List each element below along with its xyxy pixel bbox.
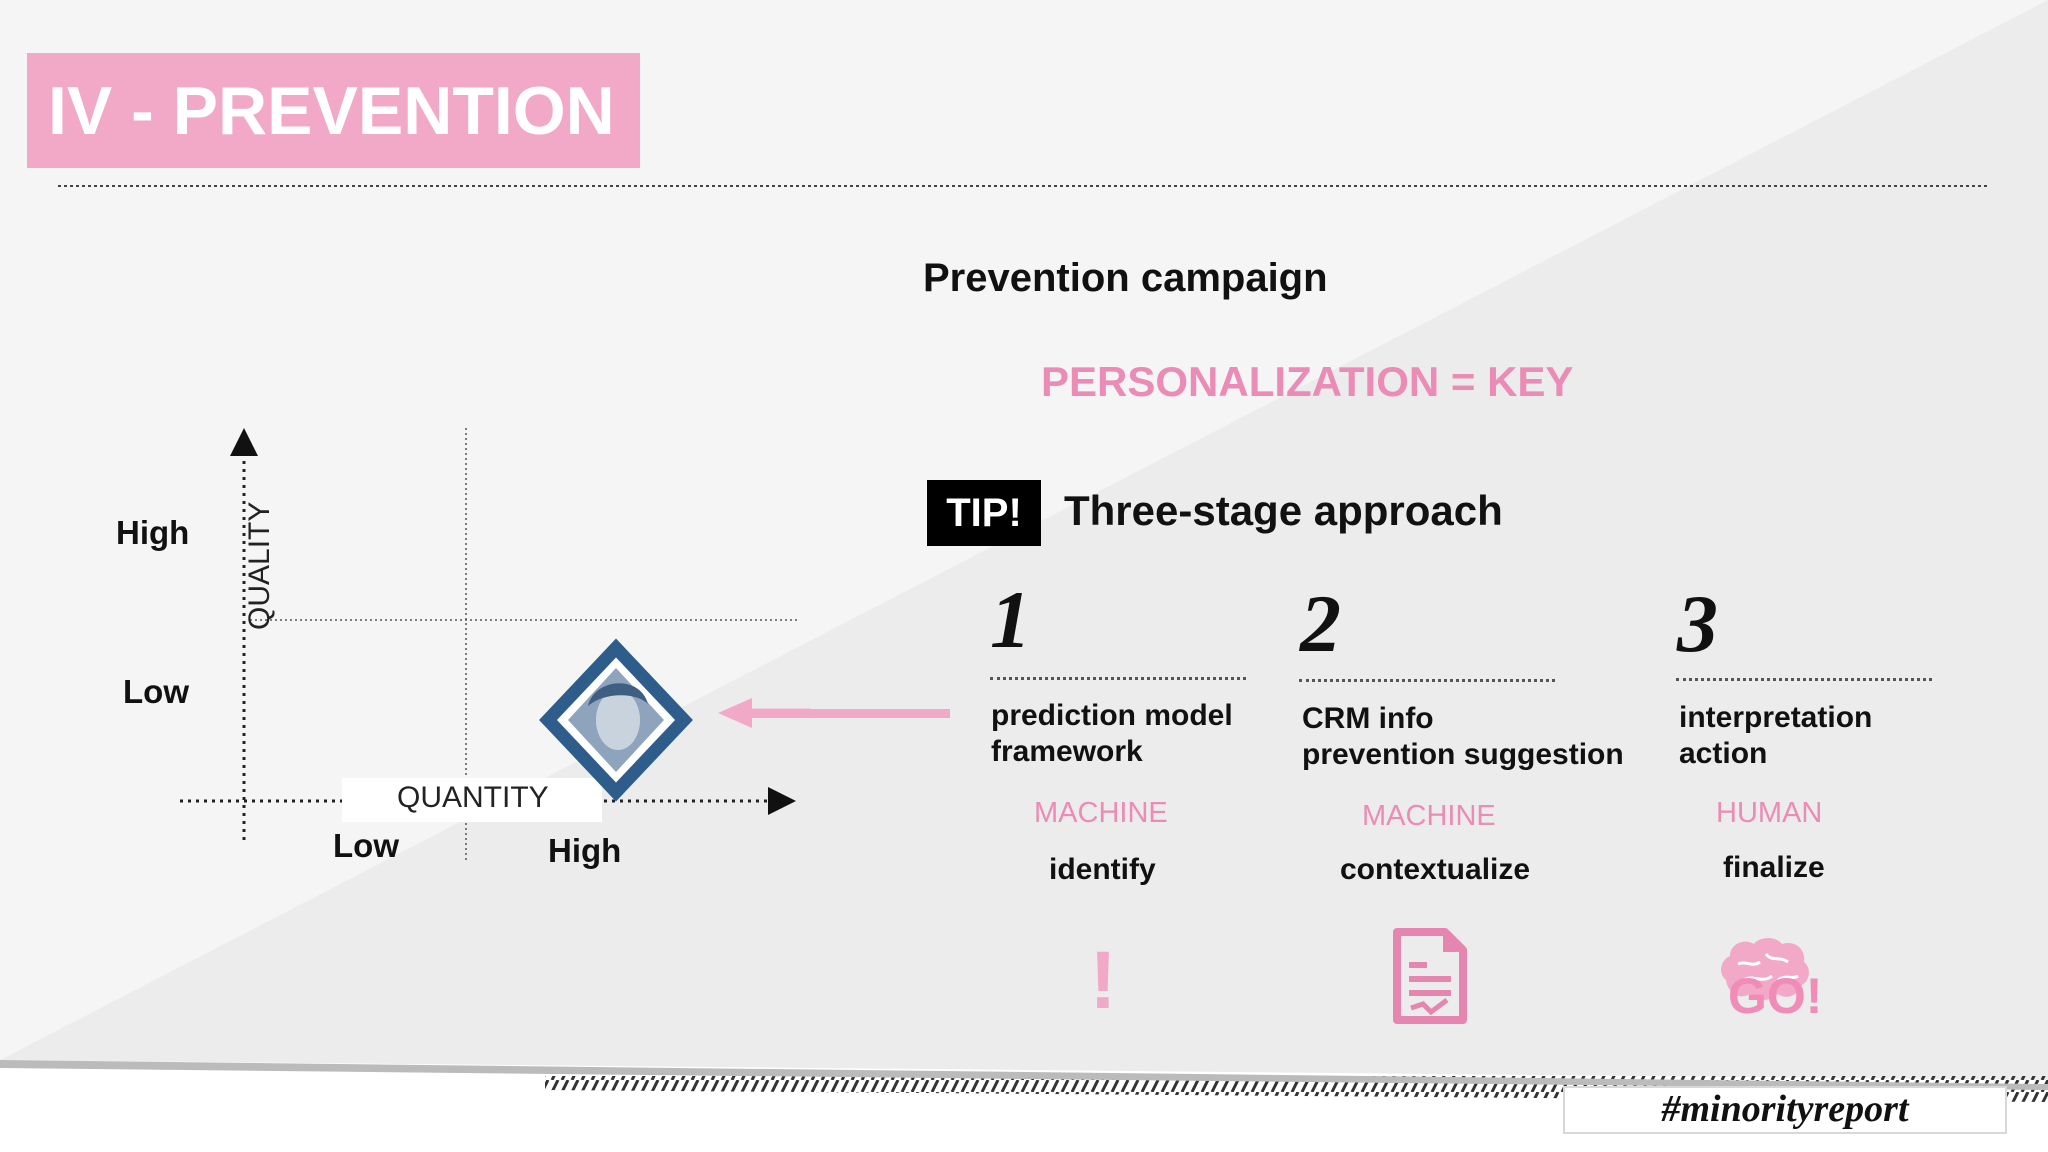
hashtag-box [1563, 1086, 2007, 1134]
y-high-label: High [116, 514, 190, 551]
stage-2-line-1: CRM info [1302, 702, 1434, 735]
title-banner [27, 53, 640, 168]
x-axis-arrow [768, 787, 796, 815]
tip-badge: TIP! [927, 480, 1041, 546]
y-axis-label: QUALITY [243, 501, 276, 630]
stage-1-number: 1 [990, 574, 1031, 665]
hashtag: #minorityreport [1661, 1088, 1909, 1130]
tip-title: Three-stage approach [1064, 487, 1503, 534]
stage-3-line-2: action [1679, 737, 1768, 770]
stage-2-number: 2 [1300, 578, 1341, 669]
stage-3-number: 3 [1677, 578, 1718, 669]
pink-arrow-shaft [730, 709, 950, 718]
stage-1-rule [990, 677, 1246, 680]
stage-2-description: CRM info prevention suggestion [1302, 701, 1624, 773]
x-axis-label: QUANTITY [397, 781, 549, 814]
stage-1-line-1: prediction model [991, 699, 1233, 732]
brain-icon [1721, 938, 1809, 1000]
slide-title: IV - PREVENTION [48, 73, 615, 149]
y-axis-arrow [230, 428, 258, 456]
stage-2-line-2: prevention suggestion [1302, 738, 1624, 771]
quality-quantity-matrix [180, 428, 810, 860]
stage-3-rule [1676, 678, 1932, 681]
stage-1-line-2: framework [991, 735, 1143, 768]
y-low-label: Low [123, 673, 189, 710]
stage-3-agent: HUMAN [1716, 797, 1823, 829]
section-heading: Prevention campaign [923, 256, 1328, 300]
key-message: PERSONALIZATION = KEY [1041, 358, 1574, 405]
stage-1-description: prediction model framework [991, 698, 1233, 770]
stage-1-verb: identify [1049, 853, 1156, 886]
exclamation-icon: ! [1089, 935, 1117, 1026]
portrait-diamond [539, 638, 693, 802]
go-text: GO! [1728, 968, 1823, 1024]
stage-1-agent: MACHINE [1034, 797, 1168, 829]
stage-3-verb: finalize [1723, 851, 1825, 884]
x-high-label: High [548, 832, 622, 869]
document-check-icon [1393, 928, 1467, 1024]
stage-2-agent: MACHINE [1362, 800, 1496, 832]
stage-3-description: interpretation action [1679, 700, 1872, 772]
stage-2-verb: contextualize [1340, 853, 1531, 886]
x-low-label: Low [333, 827, 399, 864]
stage-3-line-1: interpretation [1679, 701, 1873, 734]
stage-2-rule [1299, 679, 1555, 682]
